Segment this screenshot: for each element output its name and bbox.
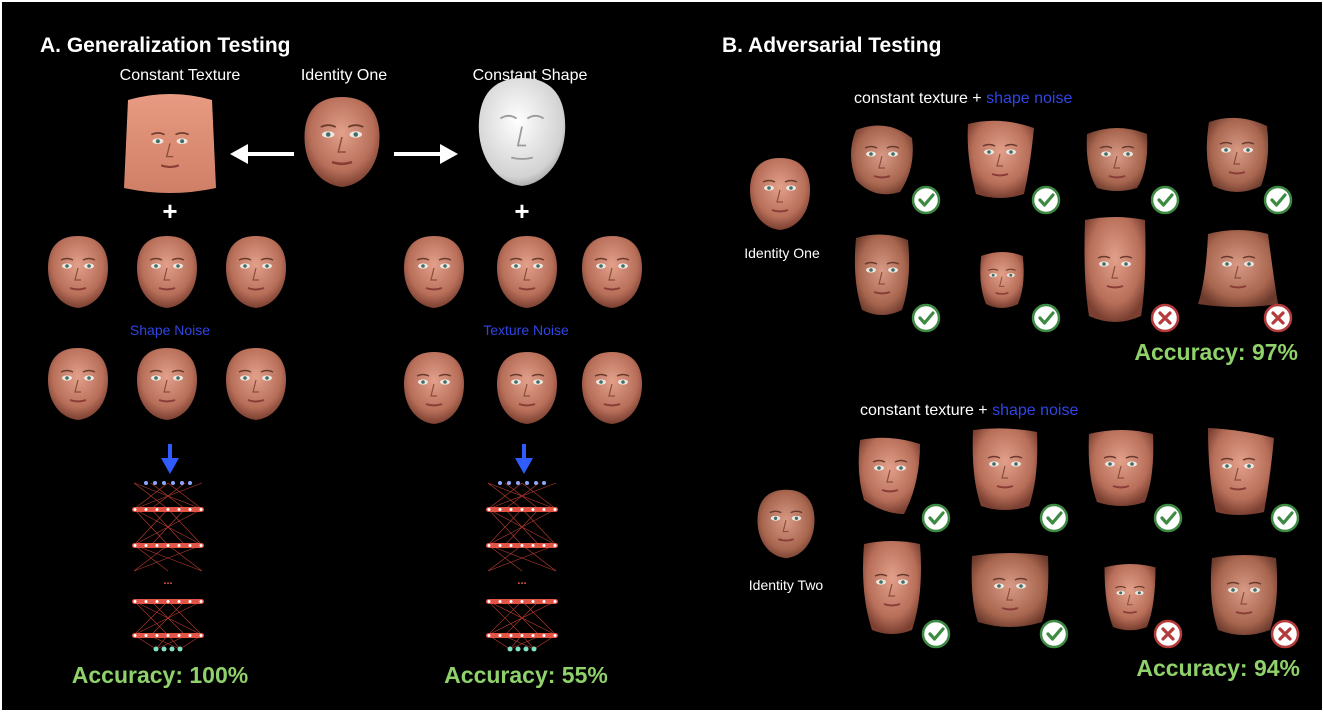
group1-identity-label: Identity One [744,245,820,261]
network-dots-right: ... [517,575,526,587]
cross-icon [1150,303,1180,333]
plus-sign-right: + [514,196,529,226]
panel-a: A. Generalization Testing Constant Textu… [40,34,642,688]
plus-sign-left: + [162,196,177,226]
arrow-down-icon [161,444,179,474]
label-constant-texture: Constant Texture [120,67,241,84]
label-constant-shape: Constant Shape [473,67,588,84]
shape-noise-label: Shape Noise [130,322,210,338]
check-icon [1153,503,1183,533]
group2-adversarial-faces [858,428,1278,635]
group2-noise: shape noise [992,402,1078,419]
texture-noise-label: Texture Noise [483,322,569,338]
network-dots-left: ... [163,575,172,587]
check-icon [1270,503,1300,533]
accuracy-right: Accuracy: 55% [444,662,608,688]
check-icon [1031,303,1061,333]
constant-texture-face [124,94,216,193]
cross-icon [1153,619,1183,649]
check-icon [911,185,941,215]
panel-b: B. Adversarial Testing constant texture … [722,34,1300,681]
cross-icon [1263,303,1293,333]
check-icon [921,503,951,533]
arrow-down-icon [515,444,533,474]
group1-noise: shape noise [986,90,1072,107]
check-icon [1031,185,1061,215]
arrow-right-icon [394,144,458,164]
group1-heading: constant texture + shape noise [854,90,1072,107]
arrow-left-icon [230,144,294,164]
check-icon [921,619,951,649]
accuracy-left: Accuracy: 100% [72,662,248,688]
group2-identity-label: Identity Two [749,577,824,593]
group1-accuracy: Accuracy: 97% [1134,339,1298,365]
group2-accuracy: Accuracy: 94% [1136,655,1300,681]
check-icon [1039,619,1069,649]
check-icon [1263,185,1293,215]
panel-a-title: A. Generalization Testing [40,34,290,57]
check-icon [1039,503,1069,533]
constant-shape-face [478,78,566,186]
group1-adversarial-faces [851,117,1278,322]
cross-icon [1270,619,1300,649]
group2-prefix: constant texture + [860,402,992,419]
group2-heading: constant texture + shape noise [860,402,1078,419]
check-icon [911,303,941,333]
label-identity-one: Identity One [301,67,387,84]
group1-prefix: constant texture + [854,90,986,107]
panel-b-title: B. Adversarial Testing [722,34,941,57]
check-icon [1150,185,1180,215]
